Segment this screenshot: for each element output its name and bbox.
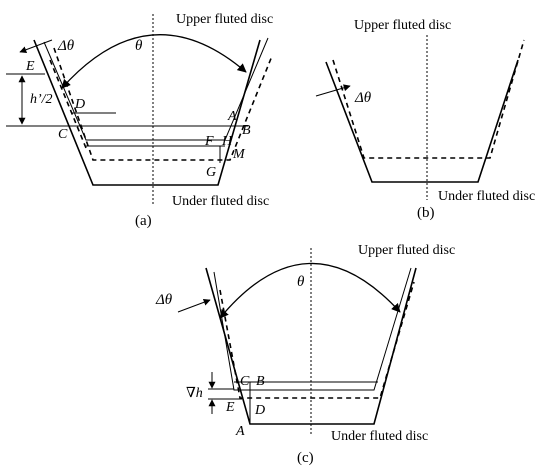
panel-c-upper-disc-outline [213, 267, 412, 391]
panel-b-delta-theta: Δθ [354, 90, 372, 106]
panel-c-delta-theta-arrow [177, 298, 211, 313]
panel-a-point-h: H [221, 134, 233, 149]
panel-a-point-a: A [227, 109, 237, 124]
panel-b-rotated-outline [332, 39, 525, 159]
panel-a-under-disc-outline [33, 39, 261, 186]
panel-a-caption: (a) [135, 213, 152, 229]
panel-b-caption: (b) [417, 205, 435, 221]
panel-a-point-c: C [58, 127, 68, 142]
panel-c: Upper fluted disc Under fluted disc θ Δθ… [155, 243, 455, 466]
panel-c-theta-arc [219, 262, 401, 319]
panel-a-dash-line [49, 59, 87, 149]
panel-b-delta-theta-arrow [315, 84, 351, 97]
panel-a-point-g: G [206, 165, 216, 180]
panel-a-under-label: Under fluted disc [172, 194, 269, 209]
panel-a-upper-label: Upper fluted disc [176, 12, 273, 27]
panel-c-nabla-h: ∇h [186, 386, 203, 401]
panel-a-upper-disc-outline [43, 37, 269, 141]
panel-c-point-b: B [256, 374, 265, 389]
panel-a-h-half: h’/2 [30, 92, 53, 107]
panel-c-rotated-outline [219, 281, 415, 399]
panel-c-point-a: A [235, 424, 245, 439]
panel-a-theta-arc [61, 34, 247, 89]
panel-a-point-b: B [242, 123, 251, 138]
panel-c-point-d: D [254, 403, 265, 418]
panel-c-caption: (c) [297, 450, 314, 466]
panel-c-point-c: C [240, 374, 250, 389]
panel-b-under-disc-outline [325, 59, 519, 183]
panel-a-point-f: F [204, 134, 214, 149]
panel-c-theta: θ [297, 274, 305, 290]
panel-c-under-label: Under fluted disc [331, 429, 428, 444]
panel-a: Upper fluted disc Under fluted disc θ Δθ… [6, 12, 273, 229]
panel-a-point-e: E [25, 59, 35, 74]
panel-a-delta-theta-arrow [19, 39, 53, 54]
panel-a-point-d: D [74, 97, 85, 112]
panel-c-delta-theta: Δθ [155, 292, 173, 308]
panel-b: Upper fluted disc Under fluted disc Δθ (… [315, 18, 535, 221]
panel-b-upper-label: Upper fluted disc [354, 18, 451, 33]
panel-c-under-disc-outline [205, 267, 417, 425]
panel-a-point-m: M [232, 147, 246, 162]
panel-a-theta: θ [135, 38, 143, 54]
panel-a-delta-theta: Δθ [57, 38, 75, 54]
panel-c-upper-label: Upper fluted disc [358, 243, 455, 258]
panel-c-point-e: E [225, 400, 235, 415]
panel-b-under-label: Under fluted disc [438, 189, 535, 204]
